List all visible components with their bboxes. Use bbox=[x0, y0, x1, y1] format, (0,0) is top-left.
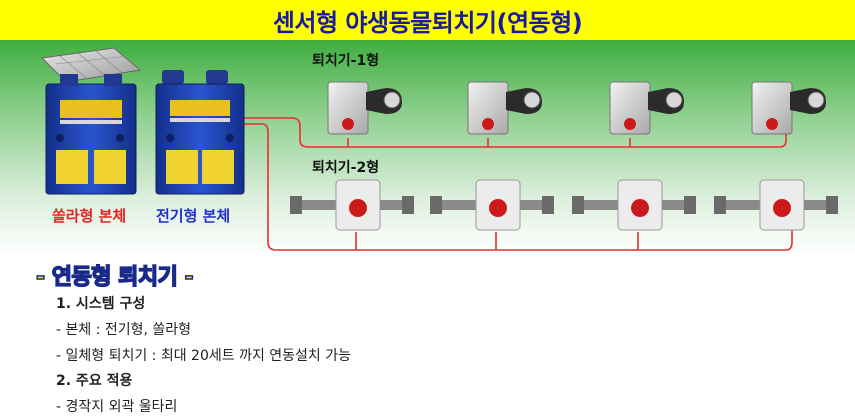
type2-repeller-group bbox=[290, 179, 838, 231]
wire-to-type1 bbox=[242, 117, 787, 148]
electric-unit-icon bbox=[155, 70, 245, 195]
motion-sensor-repeller-icon bbox=[751, 81, 826, 135]
strobe-repeller-icon bbox=[572, 179, 696, 231]
electric-unit-label: 전기형 본체 bbox=[156, 207, 231, 225]
motion-sensor-repeller-icon bbox=[609, 81, 684, 135]
wire-to-type2 bbox=[242, 123, 793, 251]
solar-unit-icon bbox=[40, 47, 142, 195]
list-heading-1: 1. 시스템 구성 bbox=[56, 296, 146, 312]
solar-unit-label: 쏠라형 본체 bbox=[52, 207, 127, 225]
strobe-repeller-icon bbox=[290, 179, 414, 231]
wire-network bbox=[242, 117, 793, 251]
list-heading-2: 2. 주요 적용 bbox=[56, 373, 133, 389]
type1-label: 퇴치기-1형 bbox=[312, 53, 380, 69]
list-item: - 경작지 외곽 울타리 bbox=[56, 399, 178, 415]
type1-repeller-group bbox=[327, 81, 826, 135]
list-item: - 일체형 퇴치기 : 최대 20세트 까지 연동설치 가능 bbox=[56, 348, 352, 364]
strobe-repeller-icon bbox=[430, 179, 554, 231]
system-diagram bbox=[40, 47, 838, 251]
motion-sensor-repeller-icon bbox=[327, 81, 402, 135]
motion-sensor-repeller-icon bbox=[467, 81, 542, 135]
section-title: - 연동형 퇴치기 - bbox=[35, 264, 194, 291]
title-bar: 센서형 야생동물퇴치기(연동형) bbox=[0, 0, 855, 40]
page-title: 센서형 야생동물퇴치기(연동형) bbox=[272, 8, 583, 37]
type2-label: 퇴치기-2형 bbox=[312, 160, 380, 176]
strobe-repeller-icon bbox=[714, 179, 838, 231]
list-item: - 본체 : 전기형, 쏠라형 bbox=[56, 322, 192, 338]
